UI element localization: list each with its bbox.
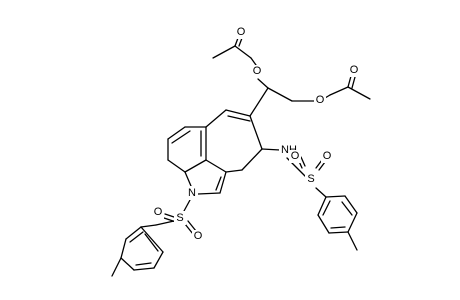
atom-o-acetate2-carbonyl: O bbox=[348, 64, 360, 77]
atom-s-indole: S bbox=[174, 211, 186, 225]
label-o: O bbox=[154, 206, 163, 218]
label-o: O bbox=[194, 230, 203, 242]
atom-o-acetate2-ester: O bbox=[314, 94, 326, 107]
atom-label-layer: O O O O NH S O O bbox=[152, 26, 360, 243]
atom-o-sulfonamide-right: O bbox=[321, 150, 333, 163]
label-n: N bbox=[188, 187, 196, 199]
upper-acetate-bonds bbox=[212, 37, 269, 89]
label-o: O bbox=[237, 26, 246, 38]
atom-o-sulfonamide-left: O bbox=[289, 150, 301, 163]
atom-o-acetate1-carbonyl: O bbox=[235, 26, 247, 39]
seven-membered-ring-bonds bbox=[205, 109, 263, 173]
label-o: O bbox=[316, 94, 325, 106]
label-o: O bbox=[253, 65, 262, 77]
atom-o-indole-right: O bbox=[192, 230, 204, 243]
atom-o-indole-left: O bbox=[152, 206, 164, 219]
tolyl-left-bonds bbox=[111, 224, 164, 277]
atom-s-sulfonamide: S bbox=[305, 172, 317, 186]
atom-o-acetate1-ester: O bbox=[251, 65, 263, 78]
label-s: S bbox=[176, 212, 183, 224]
tolyl-right-bonds bbox=[317, 195, 358, 251]
label-o: O bbox=[291, 150, 300, 162]
label-o: O bbox=[323, 150, 332, 162]
side-chain-bond bbox=[249, 87, 269, 117]
label-s: S bbox=[307, 173, 314, 185]
indole-benzene-bonds bbox=[167, 126, 207, 173]
indole-pyrrole-bonds bbox=[184, 159, 227, 195]
atom-n-indole: N bbox=[186, 186, 198, 200]
label-o: O bbox=[350, 64, 359, 76]
